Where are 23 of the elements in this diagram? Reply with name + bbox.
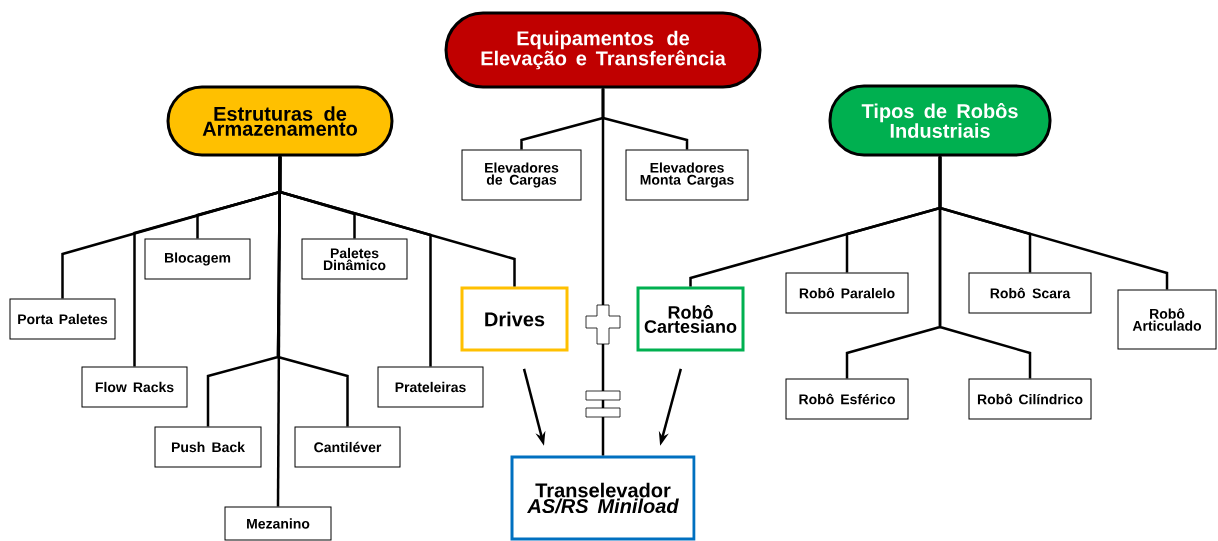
topic-pill: Estruturas de Armazenamento bbox=[166, 85, 394, 157]
category-box: Mezanino bbox=[224, 506, 332, 541]
category-box: Elevadores de Cargas bbox=[461, 149, 582, 201]
category-box: Robô Articulado bbox=[1117, 289, 1217, 350]
category-box: Robô Scara bbox=[968, 272, 1092, 314]
category-box: Robô Cilíndrico bbox=[968, 378, 1092, 420]
category-box: Prateleiras bbox=[377, 366, 484, 408]
category-box: Robô Esférico bbox=[785, 378, 909, 420]
category-box: Cantiléver bbox=[294, 426, 401, 468]
category-box: Elevadores Monta Cargas bbox=[625, 149, 749, 201]
topic-pill: Tipos de Robôs Industriais bbox=[828, 84, 1052, 157]
category-box: Flow Racks bbox=[81, 366, 188, 408]
topic-pill: Equipamentos de Elevação e Transferência bbox=[444, 11, 762, 89]
highlight-box: Transelevador AS/RS Miniload bbox=[510, 455, 696, 541]
category-box: Robô Paralelo bbox=[785, 272, 909, 314]
tree-connector bbox=[938, 156, 1032, 379]
category-box: Porta Paletes bbox=[9, 298, 116, 340]
tree-connector bbox=[276, 156, 282, 507]
category-box: Paletes Dinâmico bbox=[301, 238, 408, 280]
category-box: Push Back bbox=[154, 426, 262, 468]
highlight-box: Drives bbox=[460, 286, 569, 352]
category-box: Blocagem bbox=[144, 238, 251, 280]
highlight-box: Robô Cartesiano bbox=[636, 286, 745, 352]
